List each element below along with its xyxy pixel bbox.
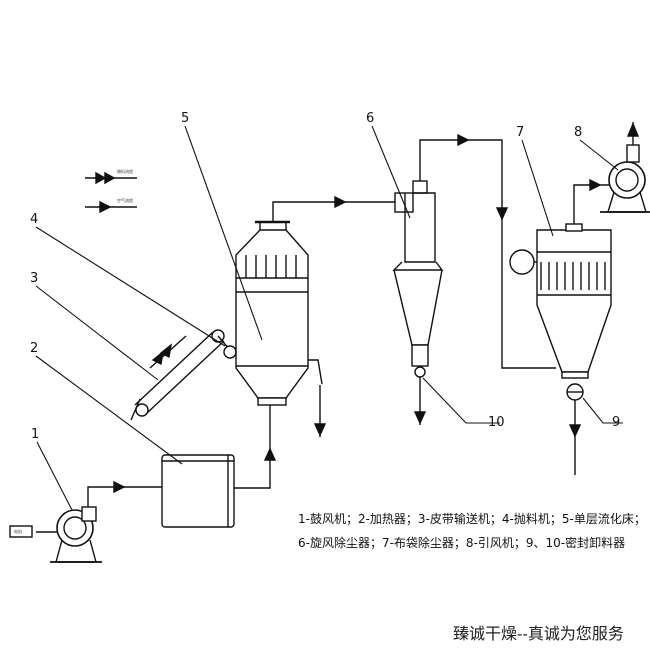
thrower-4	[217, 335, 237, 359]
legend-line-2: 6-旋风除尘器；7-布袋除尘器；8-引风机；9、10-密封卸料器	[298, 536, 626, 550]
key-air-text: 空气流程	[117, 198, 133, 203]
cyclone-6	[392, 180, 444, 378]
bag-filter-discharge	[568, 400, 582, 475]
key-air-line	[85, 200, 137, 214]
air-duct-6-7	[419, 133, 556, 369]
leader-5	[184, 125, 263, 341]
label-3: 3	[30, 271, 39, 286]
bag-filter-7	[509, 223, 612, 379]
leader-6	[371, 125, 411, 219]
label-9: 9	[612, 415, 621, 430]
leader-3	[35, 285, 159, 381]
label-8: 8	[574, 125, 583, 140]
leader-1	[36, 441, 73, 511]
exhaust-outlet	[626, 122, 640, 145]
leader-7	[521, 139, 554, 237]
heater-2	[161, 454, 235, 528]
leader-2	[35, 355, 183, 465]
label-4: 4	[30, 212, 39, 227]
key-material-line	[85, 171, 137, 185]
leader-9	[582, 397, 623, 424]
cyclone-discharge	[413, 377, 427, 425]
rotary-valve-9	[566, 383, 584, 401]
air-duct-7-8	[573, 178, 610, 224]
fluidized-bed-5	[235, 220, 323, 406]
blower-1	[36, 506, 102, 563]
label-6: 6	[366, 111, 375, 126]
leader-8	[579, 139, 619, 171]
legend-line-1: 1-鼓风机；2-加热器；3-皮带输送机；4-抛料机；5-单层流化床；	[298, 512, 646, 526]
label-1: 1	[31, 427, 40, 442]
exhaust-fan-8	[600, 144, 650, 213]
label-7: 7	[516, 125, 525, 140]
bed-discharge	[313, 385, 327, 437]
leader-4	[35, 226, 226, 347]
label-5: 5	[181, 111, 190, 126]
air-duct-2-5	[234, 405, 277, 489]
leader-10	[422, 377, 500, 424]
material-feed-arrow	[149, 335, 187, 369]
key-material-text: 物料流程	[117, 169, 133, 174]
footer-slogan: 臻诚干燥--真诚为您服务	[453, 624, 624, 643]
motor-tag: 电机	[14, 529, 22, 534]
air-duct-5-6	[272, 195, 395, 222]
label-10: 10	[488, 415, 505, 430]
label-2: 2	[30, 341, 39, 356]
air-duct-1-2	[87, 480, 162, 507]
motor-box	[9, 525, 33, 538]
